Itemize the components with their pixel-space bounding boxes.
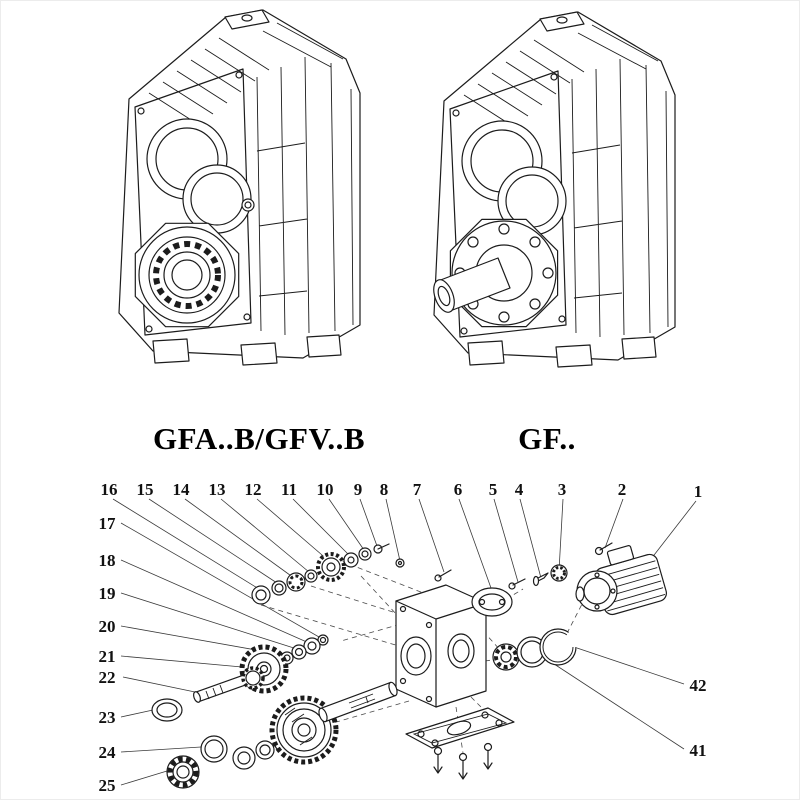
callout-13: 13 <box>209 480 226 499</box>
cooling-ribs <box>148 22 344 126</box>
callout-11: 11 <box>281 480 297 499</box>
mounting-feet <box>152 334 342 366</box>
callout-6: 6 <box>454 480 463 499</box>
keyway <box>348 693 376 709</box>
callout-7: 7 <box>413 480 422 499</box>
washer-11 <box>343 552 359 568</box>
pinion-shaft-22 <box>193 666 265 703</box>
top-lug <box>224 9 270 30</box>
callout-17: 17 <box>99 514 117 533</box>
callout-3: 3 <box>558 480 567 499</box>
gasket-plate <box>405 707 515 749</box>
cover-6 <box>471 587 513 617</box>
gearbox-right-drawing <box>433 11 676 368</box>
top-lug-hole <box>241 14 253 22</box>
callout-15: 15 <box>137 480 154 499</box>
nut-10 <box>358 547 372 561</box>
callout-23: 23 <box>99 708 116 727</box>
intermediate-shaft-assembly <box>251 543 390 605</box>
callout-12: 12 <box>245 480 262 499</box>
top-lug <box>539 11 585 32</box>
leader-lines-left <box>120 522 320 786</box>
leader-lines-right <box>547 647 685 750</box>
callout-25: 25 <box>99 776 116 795</box>
housing-part <box>395 584 487 708</box>
leader-lines-top <box>112 498 697 590</box>
callout-18: 18 <box>99 551 116 570</box>
callout-22: 22 <box>99 668 116 687</box>
callout-numbers: 16 15 14 13 12 11 10 9 8 7 6 5 4 3 2 1 1… <box>99 480 707 795</box>
callout-21: 21 <box>99 647 116 666</box>
model-label-right: GF.. <box>518 421 576 456</box>
callout-14: 14 <box>173 480 191 499</box>
callout-20: 20 <box>99 617 116 636</box>
model-label-left: GFA..B/GFV..B <box>153 421 365 456</box>
exploded-view <box>112 498 697 789</box>
top-lug-hole <box>556 16 568 24</box>
mounting-feet <box>467 336 657 368</box>
output-rings <box>492 628 577 671</box>
callout-42: 42 <box>690 676 707 695</box>
callout-41: 41 <box>690 741 707 760</box>
callout-16: 16 <box>101 480 118 499</box>
plug-8 <box>395 558 405 568</box>
output-shaft-part <box>318 681 398 723</box>
callout-8: 8 <box>380 480 389 499</box>
foundation-bolts <box>433 742 493 780</box>
housing-bore-right <box>447 633 475 669</box>
cooling-ribs <box>463 24 659 128</box>
spacer-13 <box>304 569 318 583</box>
washer-16 <box>251 585 271 605</box>
callout-1: 1 <box>694 482 703 501</box>
pin-4 <box>532 572 549 587</box>
housing-bore-left <box>400 636 432 676</box>
callout-4: 4 <box>515 480 524 499</box>
gearbox-left-drawing <box>118 9 361 366</box>
callout-9: 9 <box>354 480 363 499</box>
terminal-box <box>606 545 635 566</box>
bearing-balls <box>153 241 221 309</box>
motor-fins <box>597 560 666 612</box>
motor-part <box>575 545 668 616</box>
washer-18 <box>303 637 321 655</box>
callout-10: 10 <box>317 480 334 499</box>
side-column <box>571 58 669 338</box>
oil-seal-23 <box>151 698 183 722</box>
callout-24: 24 <box>99 743 117 762</box>
motor-shaft <box>575 586 585 602</box>
housing-fasteners <box>395 542 613 617</box>
side-column <box>256 56 354 336</box>
callout-19: 19 <box>99 584 116 603</box>
ring-19 <box>291 644 307 660</box>
ring-15 <box>271 580 287 596</box>
callout-5: 5 <box>489 480 498 499</box>
callout-2: 2 <box>618 480 627 499</box>
circlip-42 <box>539 628 577 666</box>
bearing-25 <box>166 755 200 789</box>
